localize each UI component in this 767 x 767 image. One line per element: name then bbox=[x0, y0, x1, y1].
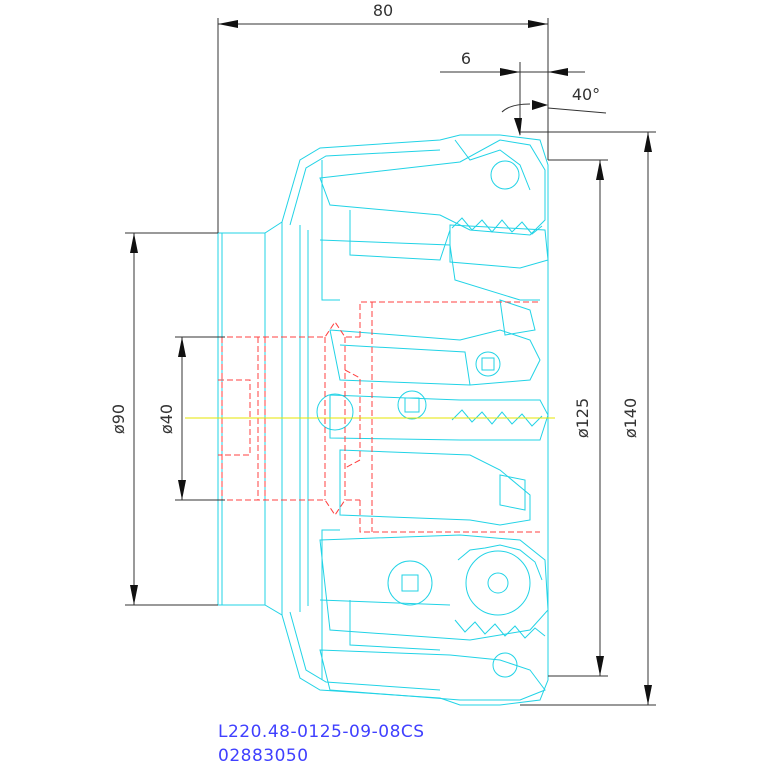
dimension-dia-40: ø40 bbox=[157, 336, 225, 501]
dia-40-label: ø40 bbox=[157, 404, 176, 434]
insert-pockets bbox=[316, 139, 549, 701]
overall-length-label: 80 bbox=[373, 1, 393, 20]
cutter-body bbox=[217, 134, 549, 706]
dimension-overall-length: 80 bbox=[217, 1, 549, 233]
dimension-dia-90: ø90 bbox=[109, 232, 218, 606]
dimension-step: 6 bbox=[440, 49, 585, 135]
dia-140-label: ø140 bbox=[621, 398, 640, 438]
dimension-angle: 40° bbox=[501, 85, 607, 136]
hidden-lines bbox=[218, 301, 540, 533]
dia-90-label: ø90 bbox=[109, 404, 128, 434]
product-code: L220.48-0125-09-08CS bbox=[218, 722, 425, 742]
dimension-dia-125: ø125 bbox=[548, 159, 608, 677]
part-number: 02883050 bbox=[218, 746, 309, 766]
angle-label: 40° bbox=[572, 85, 600, 104]
dimension-dia-140: ø140 bbox=[520, 131, 656, 706]
step-label: 6 bbox=[461, 49, 471, 68]
dia-125-label: ø125 bbox=[573, 398, 592, 438]
